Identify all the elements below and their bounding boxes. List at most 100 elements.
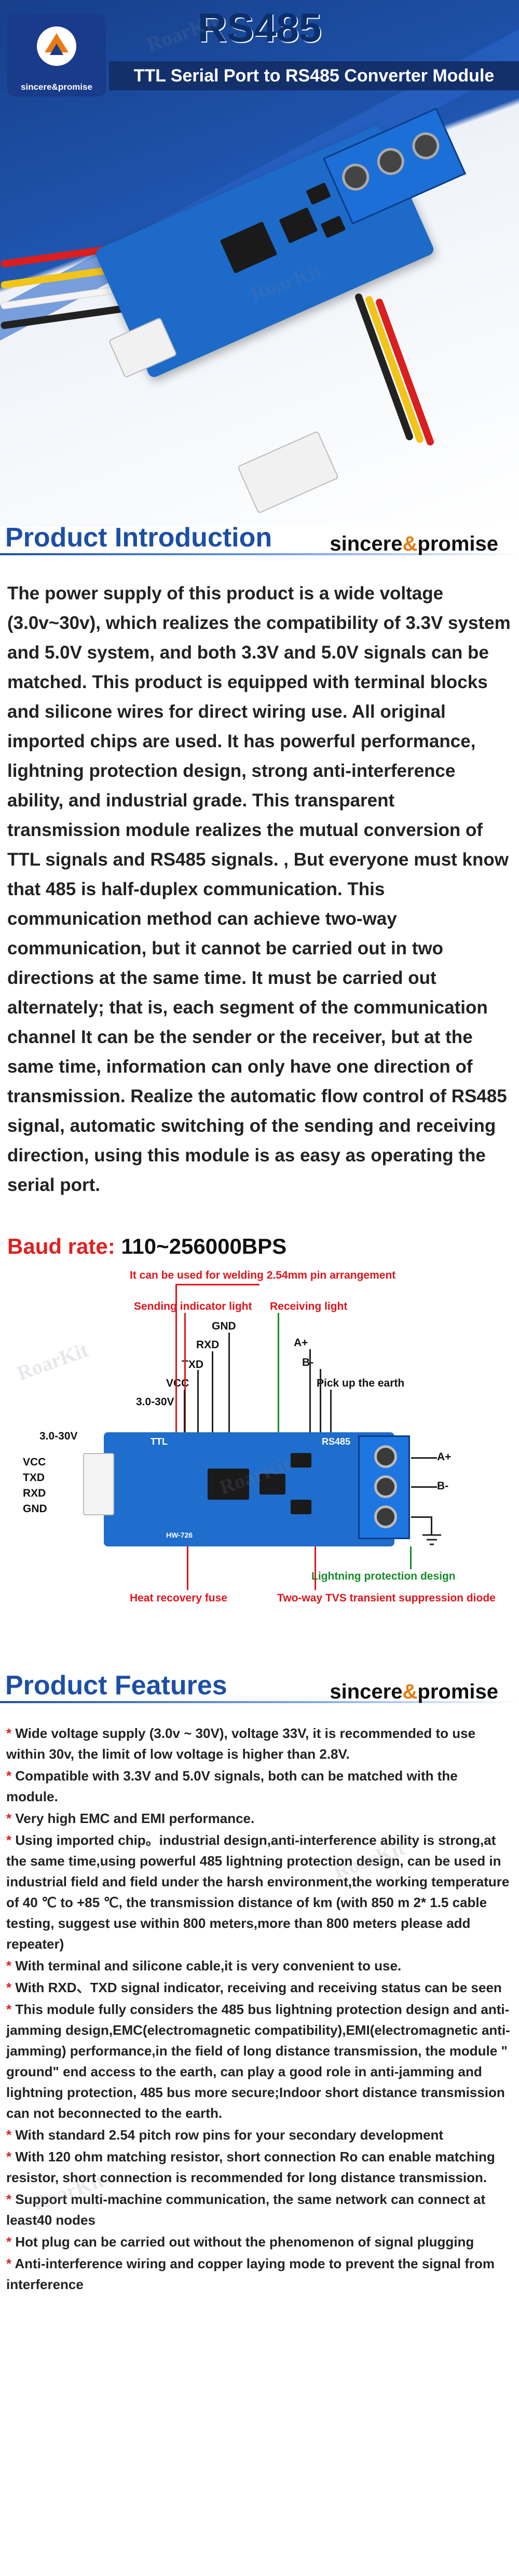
bullet-star-icon: * xyxy=(6,2149,16,2164)
left-gnd-label: GND xyxy=(23,1503,47,1515)
leader-line xyxy=(228,1333,230,1432)
diagram-chip xyxy=(291,1500,311,1514)
left-rxd-label: RXD xyxy=(23,1487,46,1499)
brand-amp: & xyxy=(402,532,418,555)
brand-logo: sincere&promise xyxy=(7,13,106,97)
leader-line xyxy=(184,1390,185,1432)
features-header: Product Features sincere&promise xyxy=(0,1667,519,1708)
right-a-label: A+ xyxy=(437,1451,452,1463)
intro-title: Product Introduction xyxy=(5,523,272,553)
leader-line xyxy=(410,1546,412,1569)
feature-text: Anti-interference wiring and copper layi… xyxy=(6,2256,495,2292)
screw-1 xyxy=(337,159,374,195)
cable-yellow xyxy=(364,295,425,444)
leader-line xyxy=(175,1284,177,1432)
product-subtitle: TTL Serial Port to RS485 Converter Modul… xyxy=(109,61,519,90)
feature-item: * Anti-interference wiring and copper la… xyxy=(6,2253,513,2295)
bullet-star-icon: * xyxy=(6,2191,16,2207)
receiving-light-label: Receiving light xyxy=(270,1300,348,1312)
baud-rate: Baud rate: 110~256000BPS xyxy=(7,1234,286,1259)
screw-2 xyxy=(373,143,409,180)
bullet-star-icon: * xyxy=(6,1811,16,1826)
vcc-label: VCC xyxy=(166,1377,189,1389)
intro-header: Product Introduction sincere&promise xyxy=(0,519,519,560)
voltage-left-label: 3.0-30V xyxy=(39,1430,78,1442)
intro-body: The power supply of this product is a wi… xyxy=(7,583,511,1195)
feature-item: * With 120 ohm matching resistor, short … xyxy=(6,2146,513,2188)
leader-line xyxy=(309,1349,311,1432)
feature-text: This module fully considers the 485 bus … xyxy=(6,2002,510,2121)
features-list: * Wide voltage supply (3.0v ~ 30V), volt… xyxy=(6,1723,513,2296)
feature-text: Wide voltage supply (3.0v ~ 30V), voltag… xyxy=(6,1725,476,1762)
feature-text: Compatible with 3.3V and 5.0V signals, b… xyxy=(6,1768,458,1804)
leader-line xyxy=(320,1369,321,1432)
left-vcc-label: VCC xyxy=(23,1456,46,1468)
feature-text: Very high EMC and EMI performance. xyxy=(15,1811,255,1826)
features-underline xyxy=(0,1701,519,1703)
bullet-star-icon: * xyxy=(6,2234,16,2250)
bullet-star-icon: * xyxy=(6,2256,15,2271)
screw-3 xyxy=(408,128,444,164)
board-ttl-label: TTL xyxy=(151,1436,168,1447)
voltage-top-label: 3.0-30V xyxy=(136,1396,174,1408)
chip-3 xyxy=(306,182,331,205)
chip-1 xyxy=(220,221,278,274)
bullet-star-icon: * xyxy=(6,1958,16,1974)
diagram-chip xyxy=(260,1474,285,1495)
brand-amp: & xyxy=(402,1680,418,1703)
feature-item: * With RXD、TXD signal indicator, receivi… xyxy=(6,1977,513,1998)
leader-line xyxy=(315,1546,316,1590)
bullet-star-icon: * xyxy=(6,1725,16,1741)
connector-loose xyxy=(237,430,339,514)
heat-fuse-label: Heat recovery fuse xyxy=(130,1592,227,1604)
bullet-star-icon: * xyxy=(6,1980,16,1995)
leader-line xyxy=(187,1546,188,1590)
features-brand: sincere&promise xyxy=(330,1680,498,1704)
intro-underline xyxy=(0,553,519,555)
feature-item: * Using imported chip。industrial design,… xyxy=(6,1830,513,1954)
brand-part-b: promise xyxy=(417,532,498,555)
diagram-board: TTL RS485 HW-726 xyxy=(104,1432,394,1546)
feature-text: With RXD、TXD signal indicator, receiving… xyxy=(15,1980,502,1995)
diagram-chip xyxy=(208,1469,249,1500)
features-title: Product Features xyxy=(5,1670,227,1701)
bullet-star-icon: * xyxy=(6,1768,16,1784)
terminal-screw xyxy=(374,1475,397,1498)
leader-line xyxy=(184,1313,186,1432)
watermark: RoarKit xyxy=(13,1338,91,1385)
gnd-label: GND xyxy=(212,1320,236,1332)
bullet-star-icon: * xyxy=(6,1832,16,1848)
rxd-label: RXD xyxy=(196,1339,220,1351)
lightning-label: Lightning protection design xyxy=(311,1570,456,1582)
product-title: RS485 xyxy=(197,5,322,50)
b-minus-top-label: B- xyxy=(302,1356,314,1368)
feature-item: * Support multi-machine communication, t… xyxy=(6,2189,513,2230)
feature-item: * With standard 2.54 pitch row pins for … xyxy=(6,2125,513,2145)
leader-line xyxy=(330,1390,332,1432)
txd-label: TXD xyxy=(182,1359,203,1371)
brand-part-a: sincere xyxy=(330,1680,403,1703)
feature-text: With 120 ohm matching resistor, short co… xyxy=(6,2149,495,2185)
feature-item: * Very high EMC and EMI performance. xyxy=(6,1808,513,1829)
feature-text: Hot plug can be carried out without the … xyxy=(15,2234,474,2250)
baud-label: Baud rate: xyxy=(7,1234,115,1258)
a-plus-top-label: A+ xyxy=(294,1337,308,1349)
logo-text: sincere&promise xyxy=(21,82,92,92)
brand-part-a: sincere xyxy=(330,532,403,555)
tvs-label: Two-way TVS transient suppression diode xyxy=(277,1592,496,1604)
ground-wire xyxy=(411,1516,432,1518)
feature-item: * With terminal and silicone cable,it is… xyxy=(6,1955,513,1976)
diagram-chip xyxy=(291,1453,311,1468)
terminal-screw xyxy=(374,1505,397,1528)
feature-text: Using imported chip。industrial design,an… xyxy=(6,1832,510,1952)
left-txd-label: TXD xyxy=(23,1472,45,1484)
pinout-diagram: It can be used for welding 2.54mm pin ar… xyxy=(0,1266,519,1681)
board-rs485-label: RS485 xyxy=(322,1436,351,1447)
bullet-star-icon: * xyxy=(6,2127,16,2143)
feature-item: * Compatible with 3.3V and 5.0V signals,… xyxy=(6,1765,513,1807)
diagram-connector xyxy=(83,1453,114,1515)
brand-part-b: promise xyxy=(417,1680,498,1703)
right-b-label: B- xyxy=(437,1480,449,1492)
feature-item: * Hot plug can be carried out without th… xyxy=(6,2231,513,2252)
leader-line xyxy=(197,1370,199,1432)
